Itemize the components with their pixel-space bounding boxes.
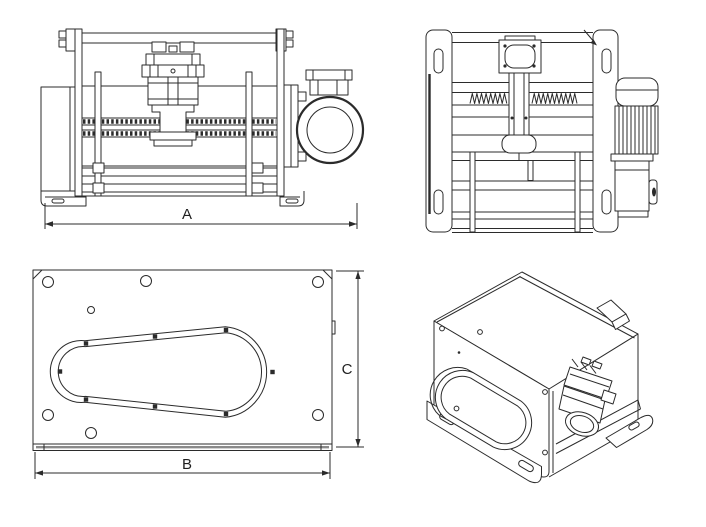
- front-view: A: [40, 28, 365, 229]
- motor-face-inner: [306, 106, 354, 154]
- traverse-carriage: [141, 41, 205, 147]
- panel-screws: [439, 325, 548, 456]
- dimension-c-label: C: [342, 361, 353, 378]
- gearmotor-detail: [558, 356, 617, 437]
- motor-front: [283, 69, 365, 168]
- isometric-view: [426, 271, 654, 484]
- belt-cover-iso: [429, 366, 533, 451]
- belt-cover-outline: [49, 326, 275, 418]
- mounting-holes: [42, 275, 324, 439]
- spring-band: [469, 93, 578, 104]
- dimension-b-label: B: [182, 456, 192, 473]
- top-view: [425, 29, 659, 233]
- leader-arrow: [583, 29, 597, 46]
- right-foot: [279, 191, 305, 207]
- rear-flange: [605, 414, 654, 448]
- carriage-top: [498, 35, 542, 161]
- left-flange-plate: [425, 29, 453, 233]
- edge-tab: [331, 320, 336, 335]
- dimension-b: B: [34, 452, 331, 479]
- motor-top: [610, 77, 659, 218]
- left-foot: [40, 191, 87, 207]
- base-plate: [32, 269, 333, 445]
- side-view: C B: [32, 269, 364, 479]
- gearbox-top: [614, 160, 650, 212]
- motor-fins: [614, 105, 659, 155]
- right-flange-plate: [592, 29, 619, 233]
- dimension-a: A: [44, 203, 358, 229]
- dimension-a-label: A: [182, 206, 192, 223]
- pilot-hole: [87, 306, 95, 314]
- left-cover-box: [40, 86, 76, 192]
- bottom-strip: [32, 443, 333, 451]
- dimension-c: C: [336, 270, 364, 448]
- top-bracket: [596, 299, 630, 330]
